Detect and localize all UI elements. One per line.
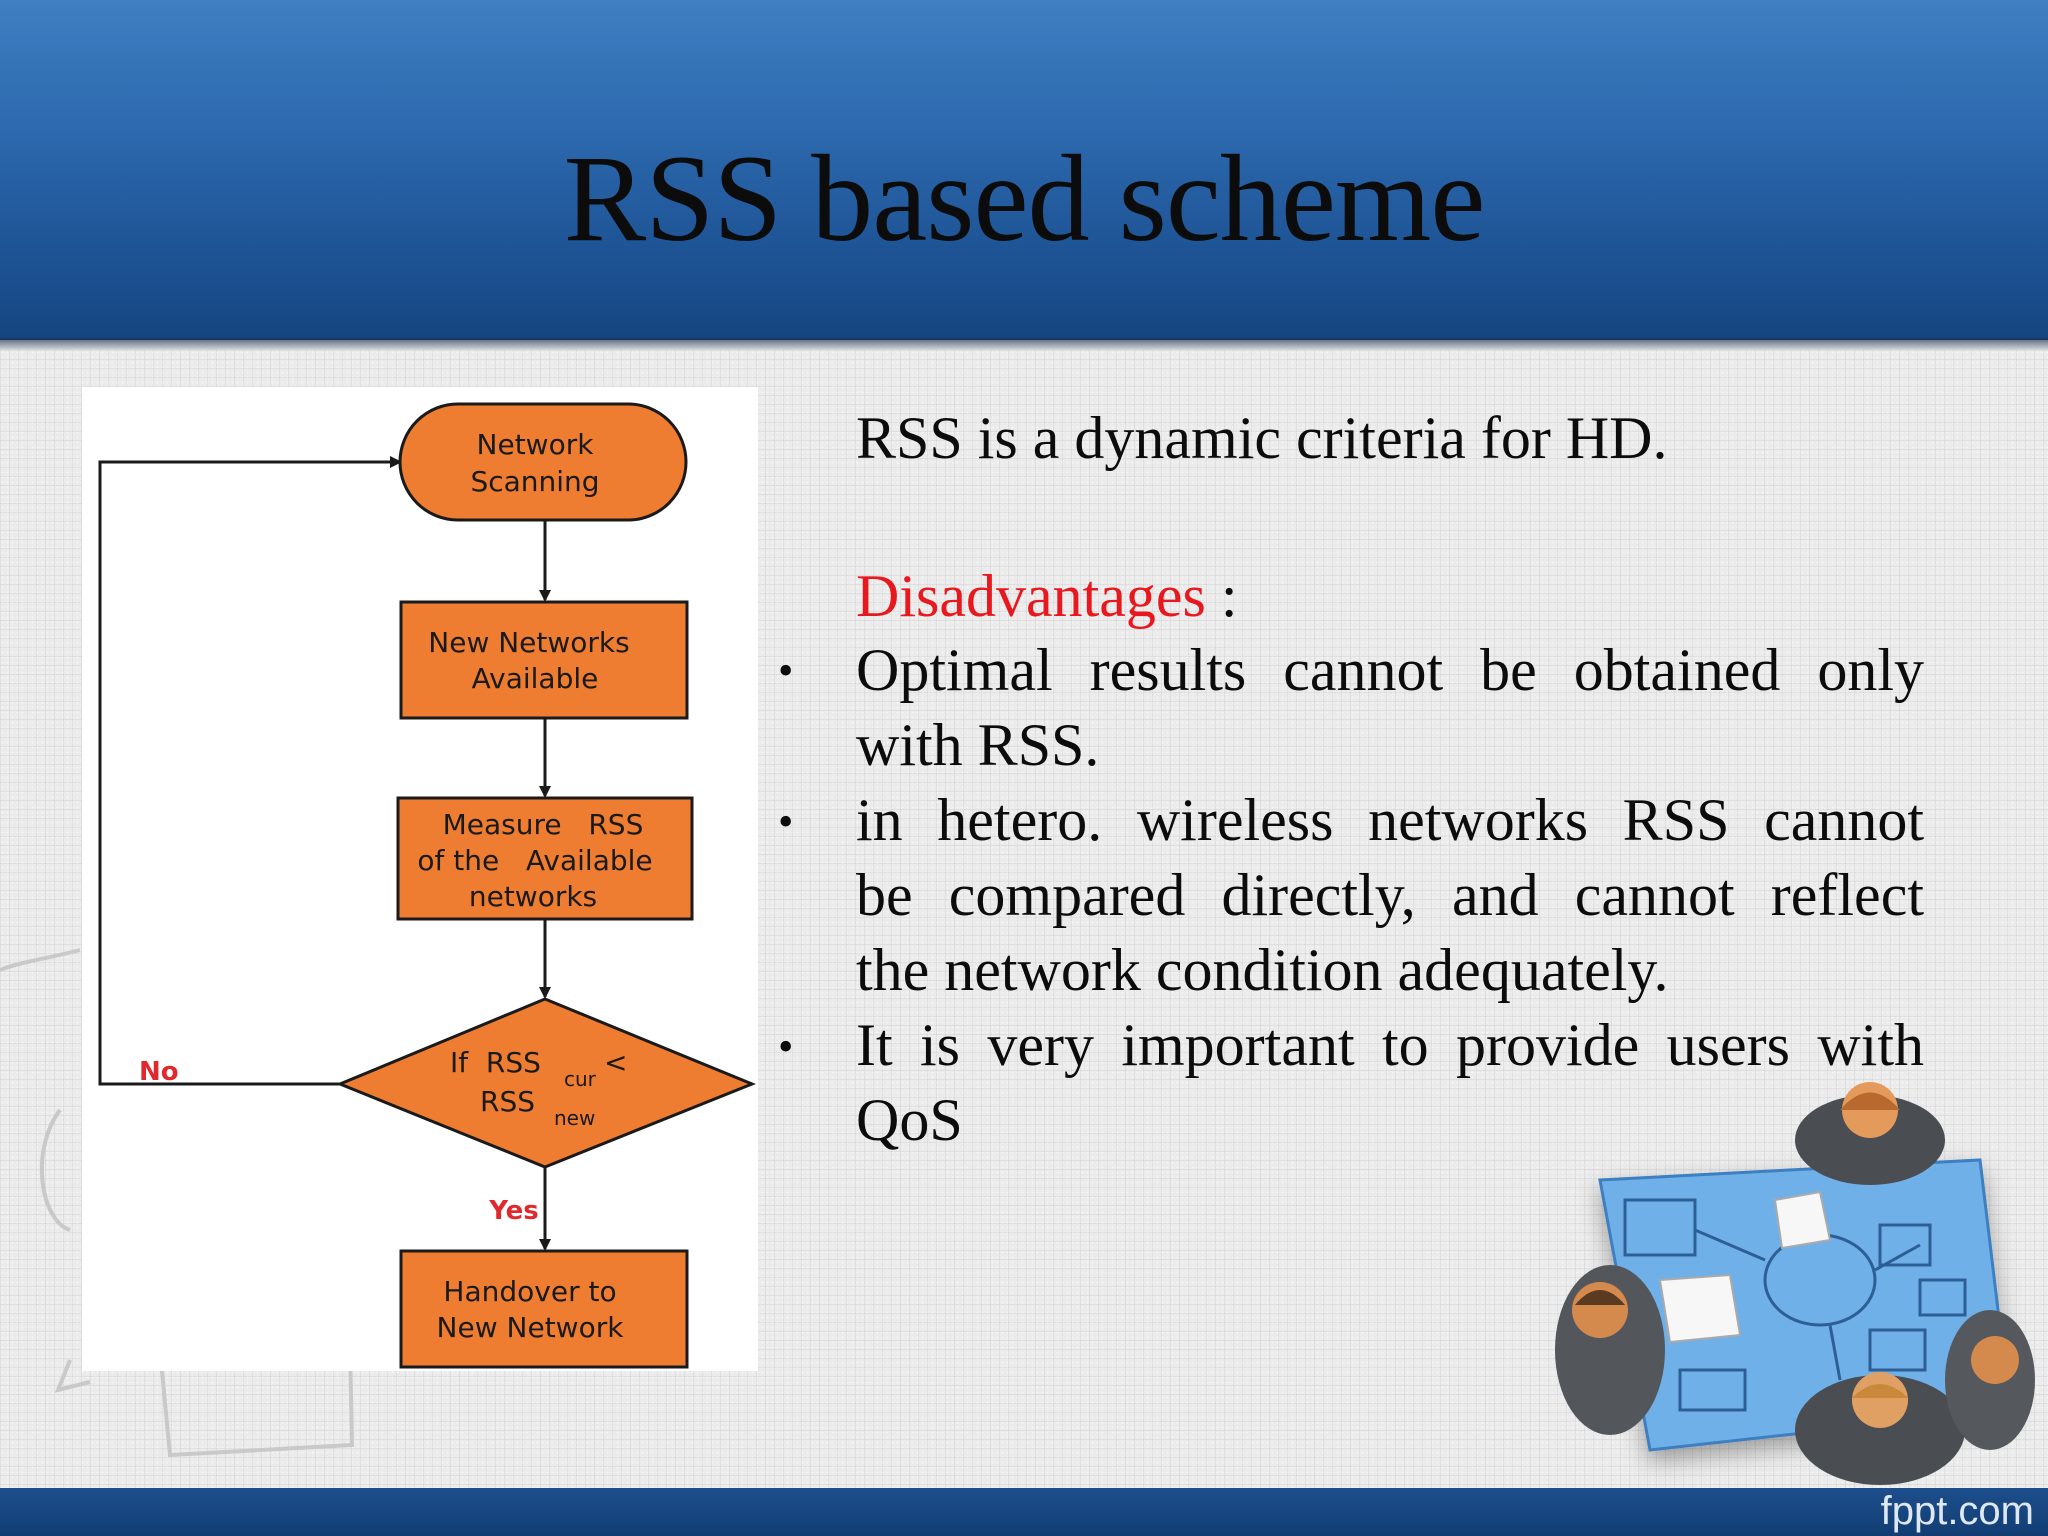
flowchart-panel: Network Scanning New Networks Available … <box>82 387 758 1371</box>
start-label-line2: Scanning <box>470 465 599 498</box>
decision-line2-subscript: new <box>554 1106 595 1130</box>
disadvantages-heading: Disadvantages : <box>856 562 1238 631</box>
bullet-2-line-2: be compared directly, and cannot reflect <box>856 862 1924 928</box>
process-handover-line1: Handover to <box>443 1275 616 1308</box>
bullet-marker-3: • <box>778 1022 794 1071</box>
bullet-2-line-1: in hetero. wireless networks RSS cannot <box>856 787 1924 853</box>
bullet-1-line-1: Optimal results cannot be obtained only <box>856 637 1924 703</box>
decision-line2: RSS <box>480 1085 535 1118</box>
bullet-1-line-2: with RSS. <box>856 712 1100 778</box>
flowchart: Network Scanning New Networks Available … <box>98 402 756 1369</box>
bullet-marker-1: • <box>778 646 794 695</box>
start-label-line1: Network <box>477 428 595 461</box>
meeting-clipart <box>1555 1082 2035 1485</box>
header-shadow <box>0 338 2048 352</box>
decision-rss-compare <box>336 997 756 1169</box>
bullet-3-line-2: QoS <box>856 1087 963 1153</box>
bullet-2-line-3: the network condition adequately. <box>856 937 1669 1003</box>
decision-line1-tail: < <box>604 1046 627 1079</box>
process-measure-rss-line1: Measure RSS <box>443 808 644 841</box>
label-yes: Yes <box>488 1196 539 1226</box>
process-new-networks <box>399 600 689 720</box>
start-terminal <box>398 402 688 522</box>
header-band <box>0 0 2048 340</box>
process-new-networks-line2: Available <box>472 662 599 695</box>
process-measure-rss-line3: networks <box>469 880 597 913</box>
connector-no-loop <box>98 456 402 1086</box>
disadvantages-colon: : <box>1205 563 1238 629</box>
intro-text: RSS is a dynamic criteria for HD. <box>856 405 1668 471</box>
bullet-marker-2: • <box>778 797 794 846</box>
decision-line1: If RSS <box>450 1046 541 1079</box>
label-no: No <box>139 1057 179 1087</box>
slide-title: RSS based scheme <box>563 130 1486 267</box>
footer-band <box>0 1488 2048 1536</box>
process-measure-rss-line2: of the Available <box>417 844 652 877</box>
bullet-3-line-1: It is very important to provide users wi… <box>856 1012 1924 1078</box>
process-new-networks-line1: New Networks <box>428 626 629 659</box>
decision-line1-subscript: cur <box>564 1067 597 1091</box>
process-handover-line2: New Network <box>437 1311 625 1344</box>
disadvantages-label: Disadvantages <box>856 563 1206 629</box>
process-measure-rss <box>396 796 694 921</box>
footer-brand: fppt.com <box>1880 1489 2034 1533</box>
process-handover <box>399 1249 689 1369</box>
